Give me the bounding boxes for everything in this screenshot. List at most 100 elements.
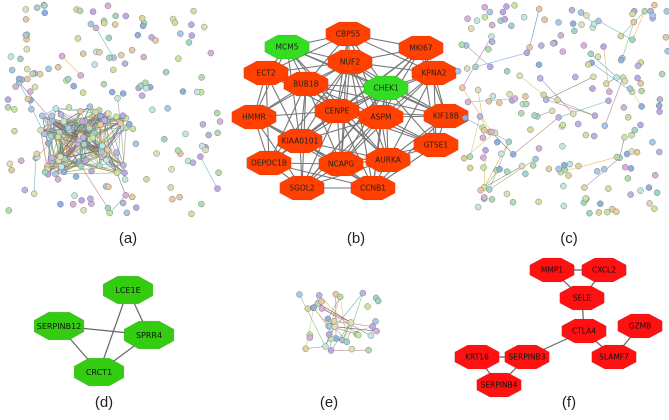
panel-a-node — [129, 47, 135, 53]
panel-a-node — [34, 5, 40, 11]
panel-b-node-label: AURKA — [375, 156, 402, 165]
panel-a-node — [120, 162, 126, 168]
panel-a-node — [154, 151, 160, 157]
panel-c-node — [581, 185, 587, 191]
panel-c-node — [657, 96, 663, 102]
panel-a-node — [34, 151, 40, 157]
panel-a-node — [99, 143, 105, 149]
panel-c-node — [621, 104, 627, 110]
panel-a-node — [24, 76, 30, 82]
panel-c-edge — [476, 53, 527, 67]
panel-c-node — [467, 154, 473, 160]
panel-a-edge — [200, 157, 217, 189]
panel-a-edge — [123, 128, 126, 165]
panel-c-node — [465, 99, 471, 105]
panel-a-node — [11, 128, 17, 134]
panel-c-edge — [478, 90, 484, 131]
panel-e-node — [344, 339, 350, 345]
panel-a-node — [28, 106, 34, 112]
panel-c-node — [488, 129, 494, 135]
panel-a-node — [177, 31, 183, 37]
panel-c-edge — [470, 117, 480, 157]
panel-a-node — [175, 56, 181, 62]
panel-c-edge — [546, 77, 593, 100]
panel-a-node — [130, 126, 136, 132]
panel-a-node — [93, 109, 99, 115]
panel-c-node — [575, 121, 581, 127]
panel-c-node — [597, 201, 603, 207]
panel-e-node — [319, 305, 325, 311]
panel-c-label: (c) — [560, 230, 578, 247]
panel-a-node — [169, 166, 175, 172]
panel-a-node — [38, 127, 44, 133]
panel-f-node-label: SELE — [573, 294, 592, 303]
panel-e-node — [311, 305, 317, 311]
panel-c-edge — [584, 158, 619, 188]
panel-a-node — [114, 170, 120, 176]
panel-a-node — [5, 104, 11, 110]
panel-c-node — [589, 86, 595, 92]
panel-c-node — [462, 115, 468, 121]
panel-a-node — [87, 196, 93, 202]
panel-a-node — [165, 105, 171, 111]
panel-c-node — [483, 147, 489, 153]
panel-b-node-label: NCAPG — [328, 160, 355, 169]
panel-c-node — [652, 172, 658, 178]
panel-c-node — [583, 132, 589, 138]
panel-a-node — [118, 52, 124, 58]
panel-c-node — [482, 4, 488, 10]
panel-c-node — [625, 114, 631, 120]
panel-a-node — [169, 196, 175, 202]
panel-a-node — [23, 16, 29, 22]
panel-c-node — [629, 132, 635, 138]
panel-a-node — [123, 192, 129, 198]
panel-a-node — [120, 200, 126, 206]
panel-a-node — [18, 158, 24, 164]
panel-e-node — [375, 298, 381, 304]
panel-e-node — [332, 324, 338, 330]
panel-a-node — [203, 147, 209, 153]
panel-e-node — [316, 292, 322, 298]
panel-a-node — [70, 201, 76, 207]
panel-c-node — [639, 103, 645, 109]
panel-e-node — [307, 335, 313, 341]
panel-a-node — [37, 71, 43, 77]
panel-c-node — [560, 122, 566, 128]
panel-c-node — [527, 44, 533, 50]
panel-c-node — [638, 80, 644, 86]
panel-c-node — [583, 195, 589, 201]
panel-a-node — [122, 170, 128, 176]
panel-c-node — [614, 154, 620, 160]
panel-c-node — [594, 168, 600, 174]
panel-a-node — [31, 191, 37, 197]
panel-a-node — [48, 133, 54, 139]
panel-c-node — [523, 101, 529, 107]
panel-a-node — [172, 20, 178, 26]
panel-a-node — [6, 207, 12, 213]
panel-c-node — [606, 89, 612, 95]
panel-a-node — [215, 130, 221, 136]
panel-c-edge — [489, 142, 509, 190]
panel-c-node — [605, 186, 611, 192]
panel-a-node — [83, 157, 89, 163]
panel-c-edge — [530, 9, 540, 47]
panel-c-node — [578, 22, 584, 28]
panel-c-edge — [591, 54, 617, 78]
panel-c-node — [475, 87, 481, 93]
panel-c-edge — [599, 21, 633, 40]
panel-c-node — [659, 71, 665, 77]
panel-a-node — [57, 154, 63, 160]
panel-a-node — [27, 89, 33, 95]
panel-c-node — [489, 33, 495, 39]
panel-c-node — [485, 46, 491, 52]
panel-c-node — [629, 37, 635, 43]
panel-a-node — [107, 210, 113, 216]
panel-c-node — [565, 172, 571, 178]
panel-c-node — [494, 139, 500, 145]
panel-a-edge — [62, 56, 81, 75]
panel-c-node — [570, 21, 576, 27]
panel-a-node — [58, 112, 64, 118]
panel-a-node — [106, 55, 112, 61]
